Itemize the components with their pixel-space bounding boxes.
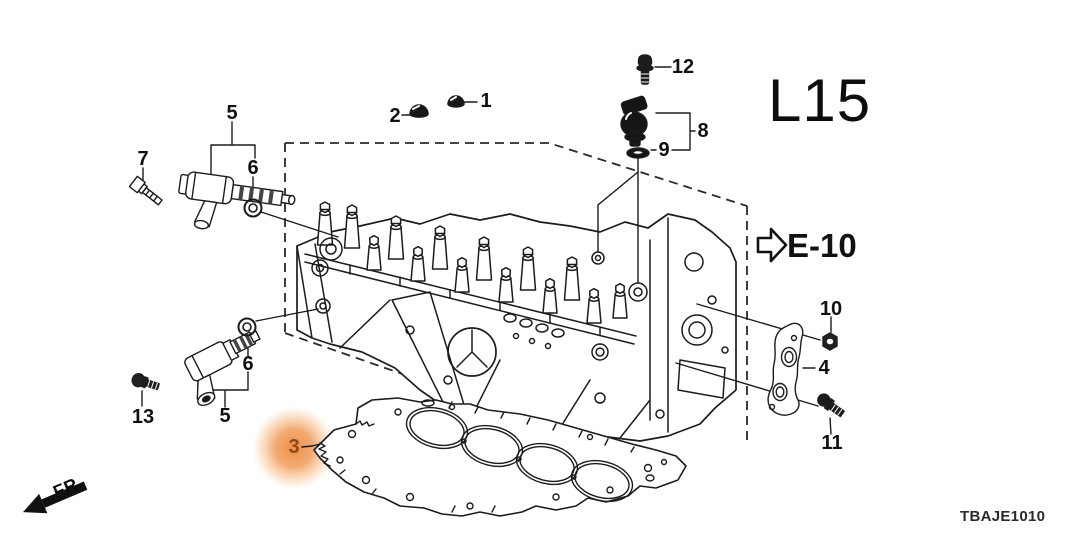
part-8-sensor-drawing [620,95,648,147]
part-callout-12[interactable]: 12 [671,56,695,78]
e10-reference-arrow-icon[interactable] [756,227,788,263]
part-3-head-gasket-drawing [313,397,687,517]
part-13-bolt-drawing [131,372,160,391]
part-callout-6-lower[interactable]: 6 [242,353,254,375]
small-parts [128,54,845,418]
part-callout-6-upper[interactable]: 6 [247,157,259,179]
cylinder-head-drawing [296,201,737,442]
part-3-highlight-glow [252,406,336,490]
part-7-bolt-drawing [128,175,163,206]
engine-model-label: L15 [768,67,872,134]
part-callout-1[interactable]: 1 [480,90,492,112]
part-callout-11[interactable]: 11 [821,432,843,454]
part-5-spool-valve-lower-drawing [184,330,261,407]
part-callout-7[interactable]: 7 [137,148,149,170]
e10-reference-label[interactable]: E-10 [787,227,857,264]
fr-direction-arrow-icon [22,481,88,514]
part-4-bracket-drawing [767,322,804,416]
part-6-o-ring-lower-drawing [237,317,257,337]
part-10-nut-drawing [822,332,838,351]
part-2-cap-drawing [409,104,429,118]
part-12-bolt-drawing [636,54,654,85]
part-callout-8[interactable]: 8 [697,120,709,142]
part-callout-5-lower[interactable]: 5 [219,405,231,427]
part-6-o-ring-upper-drawing [243,198,263,218]
part-callout-2[interactable]: 2 [389,105,401,127]
part-callout-9[interactable]: 9 [658,139,670,161]
part-callout-5-upper[interactable]: 5 [226,102,238,124]
part-callout-3-highlighted[interactable]: 3 [288,436,300,458]
part-callout-13[interactable]: 13 [131,406,155,428]
part-callout-10[interactable]: 10 [819,298,843,320]
part-5-spool-valve-upper-drawing [178,171,296,230]
diagram-code-label: TBAJE1010 [960,508,1046,525]
leader-lines [141,66,832,448]
part-9-o-ring-drawing [626,147,650,159]
part-callout-4[interactable]: 4 [818,357,830,379]
part-1-cap-drawing [447,95,465,108]
part-11-bolt-drawing [817,393,845,418]
